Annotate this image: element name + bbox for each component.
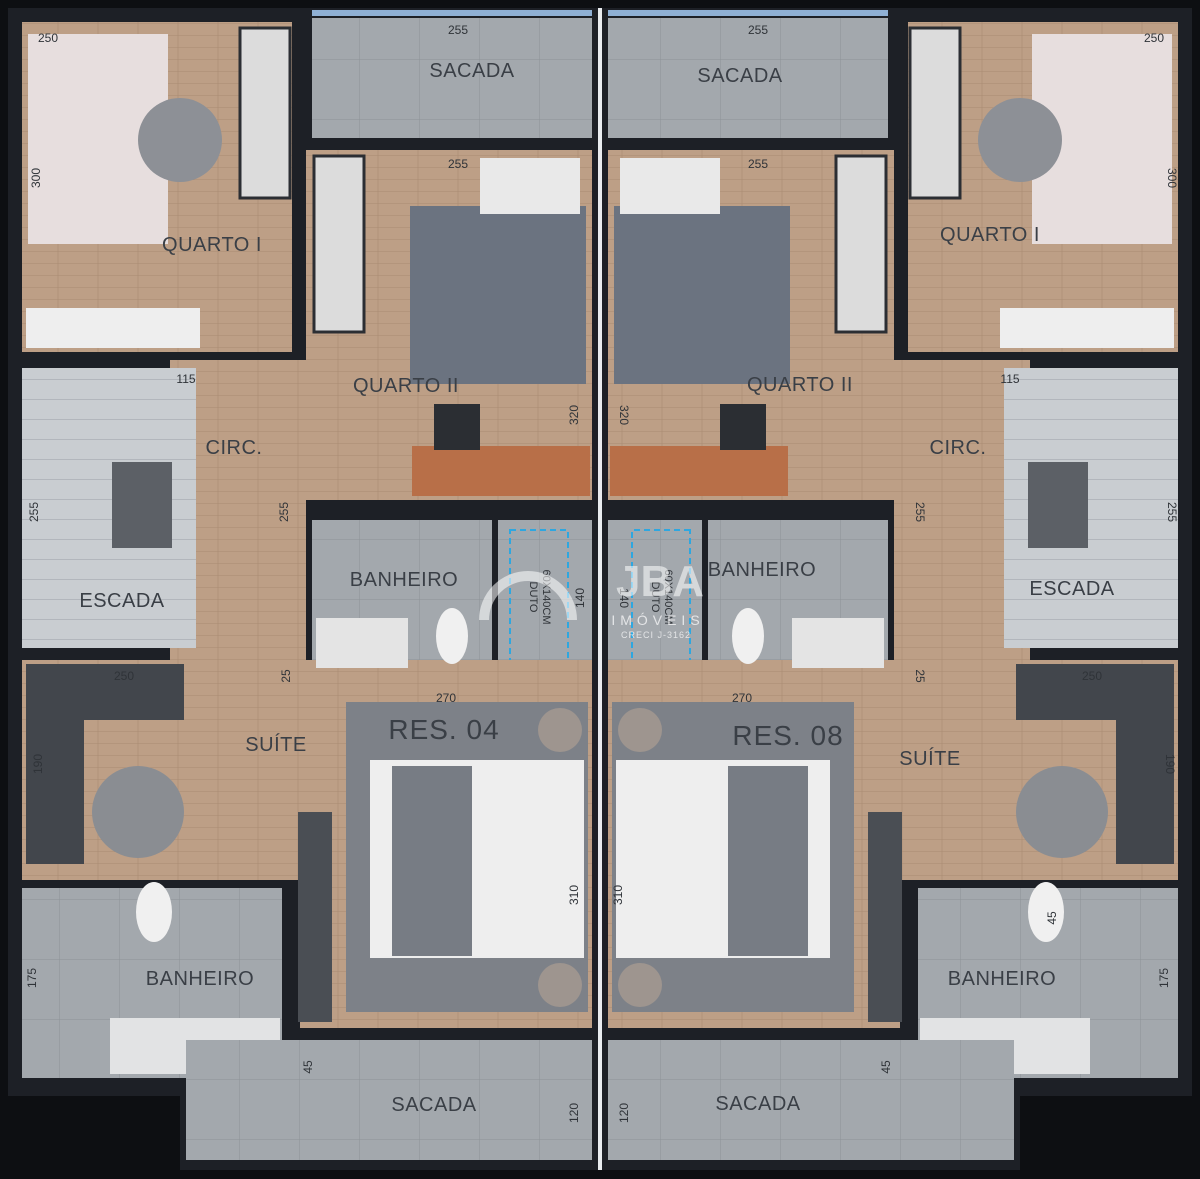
watermark-arc-icon — [479, 571, 577, 621]
dim-suite-width-right: 270 — [732, 691, 752, 705]
watermark: JBA IMÓVEIS CRECI J-3162 — [479, 557, 704, 640]
dim-circ-height-right: 255 — [913, 502, 927, 522]
chair-quarto-ii-left — [434, 404, 480, 450]
dim-45-upper-right: 45 — [1045, 911, 1059, 925]
desk-quarto-i-left — [26, 308, 200, 348]
dim-quarto-ii-height-left: 320 — [567, 405, 581, 425]
watermark-subtitle: IMÓVEIS — [611, 612, 704, 628]
dim-closet-height-left: 190 — [31, 754, 45, 774]
label-quarto-ii-right: QUARTO II — [747, 374, 853, 396]
stair-well-left — [112, 462, 172, 548]
rug-quarto-i-left — [138, 98, 222, 182]
dim-suite-height-left: 310 — [567, 885, 581, 905]
dim-quarto-i-height-left: 300 — [29, 168, 43, 188]
label-escada-left: ESCADA — [79, 590, 164, 612]
nightstand-top-left — [538, 708, 582, 752]
pillows-quarto-ii-left — [480, 158, 580, 214]
dim-circ-right: 115 — [1000, 372, 1019, 386]
closet-top-left — [84, 664, 184, 720]
dim-banheiro-upper-left: 140 — [573, 588, 587, 608]
dim-quarto-i-height-right: 300 — [1165, 168, 1179, 188]
label-escada-right: ESCADA — [1029, 578, 1114, 600]
label-sacada-bottom-left: SACADA — [391, 1094, 476, 1116]
label-circ-left: CIRC. — [206, 437, 263, 459]
label-sacada-bottom-right: SACADA — [715, 1093, 800, 1115]
label-quarto-i-right: QUARTO I — [940, 224, 1040, 246]
label-sacada-top-right: SACADA — [697, 65, 782, 87]
dim-banheiro-upper-right: 140 — [617, 588, 631, 608]
pouf-rug-left — [92, 766, 184, 858]
unit-right — [608, 10, 1178, 1160]
dim-45-left: 45 — [301, 1060, 315, 1074]
unit-label-right: RES. 08 — [732, 720, 843, 751]
sacada-top-left — [312, 18, 592, 138]
label-banheiro-lower-right: BANHEIRO — [948, 968, 1056, 990]
label-banheiro-upper-right: BANHEIRO — [708, 559, 816, 581]
label-suite-right: SUÍTE — [899, 747, 960, 770]
wardrobe-quarto-ii-left — [312, 154, 366, 334]
closet-left — [26, 664, 84, 864]
dim-quarto-i-width-right: 250 — [1144, 31, 1164, 45]
label-circ-right: CIRC. — [930, 437, 987, 459]
watermark-creci: CRECI J-3162 — [621, 630, 691, 640]
dim-sacada-bottom-right: 120 — [617, 1103, 631, 1123]
dim-sacada-top-right: 255 — [748, 23, 768, 37]
tv-shelf-left — [298, 812, 332, 1022]
duto-size-right: 60X140CM — [662, 569, 674, 624]
dim-quarto-i-width-left: 250 — [38, 31, 58, 45]
sacada-bottom-left — [186, 1040, 592, 1160]
wardrobe-quarto-i-left — [238, 26, 292, 200]
dim-suite-height-right: 310 — [611, 885, 625, 905]
toilet-lower-left — [136, 882, 172, 942]
dim-25-right: 25 — [913, 669, 927, 683]
dim-25-left: 25 — [279, 669, 293, 683]
throw-suite-left — [392, 766, 472, 956]
unit-left — [22, 10, 592, 1160]
label-quarto-i-left: QUARTO I — [162, 234, 262, 256]
nightstand-bottom-left — [538, 963, 582, 1007]
label-banheiro-upper-left: BANHEIRO — [350, 569, 458, 591]
dim-closet-height-right: 190 — [1163, 754, 1177, 774]
label-suite-left: SUÍTE — [245, 733, 306, 756]
dim-closet-width-left: 250 — [114, 669, 134, 683]
dim-45-right: 45 — [879, 1060, 893, 1074]
dim-suite-width-left: 270 — [436, 691, 456, 705]
dim-circ-height-left: 255 — [277, 502, 291, 522]
duto-area-left — [498, 520, 592, 670]
dim-escada-right: 255 — [1165, 502, 1179, 522]
dim-banheiro-lower-right: 175 — [1157, 968, 1171, 988]
dim-closet-width-right: 250 — [1082, 669, 1102, 683]
label-quarto-ii-left: QUARTO II — [353, 375, 459, 397]
duto-label-left: DUTO — [527, 582, 539, 613]
dim-quarto-ii-width-left: 255 — [448, 157, 468, 171]
dim-sacada-bottom-left: 120 — [567, 1103, 581, 1123]
toilet-upper-left — [436, 608, 468, 664]
dim-sacada-top-left: 255 — [448, 23, 468, 37]
sink-upper-left — [316, 618, 408, 668]
unit-label-left: RES. 04 — [388, 714, 499, 745]
bed-quarto-ii-left — [410, 206, 586, 384]
window-strip — [312, 10, 592, 16]
desk-quarto-ii-left — [412, 446, 590, 496]
dim-escada-left: 255 — [27, 502, 41, 522]
watermark-logo: JBA — [616, 557, 704, 606]
duto-label-right: DUTO — [649, 582, 661, 613]
dim-circ-left: 115 — [176, 372, 195, 386]
label-sacada-top-left: SACADA — [429, 60, 514, 82]
party-wall-line — [598, 8, 602, 1170]
dim-quarto-ii-width-right: 255 — [748, 157, 768, 171]
dim-quarto-ii-height-right: 320 — [617, 405, 631, 425]
dim-banheiro-lower-left: 175 — [25, 968, 39, 988]
label-banheiro-lower-left: BANHEIRO — [146, 968, 254, 990]
